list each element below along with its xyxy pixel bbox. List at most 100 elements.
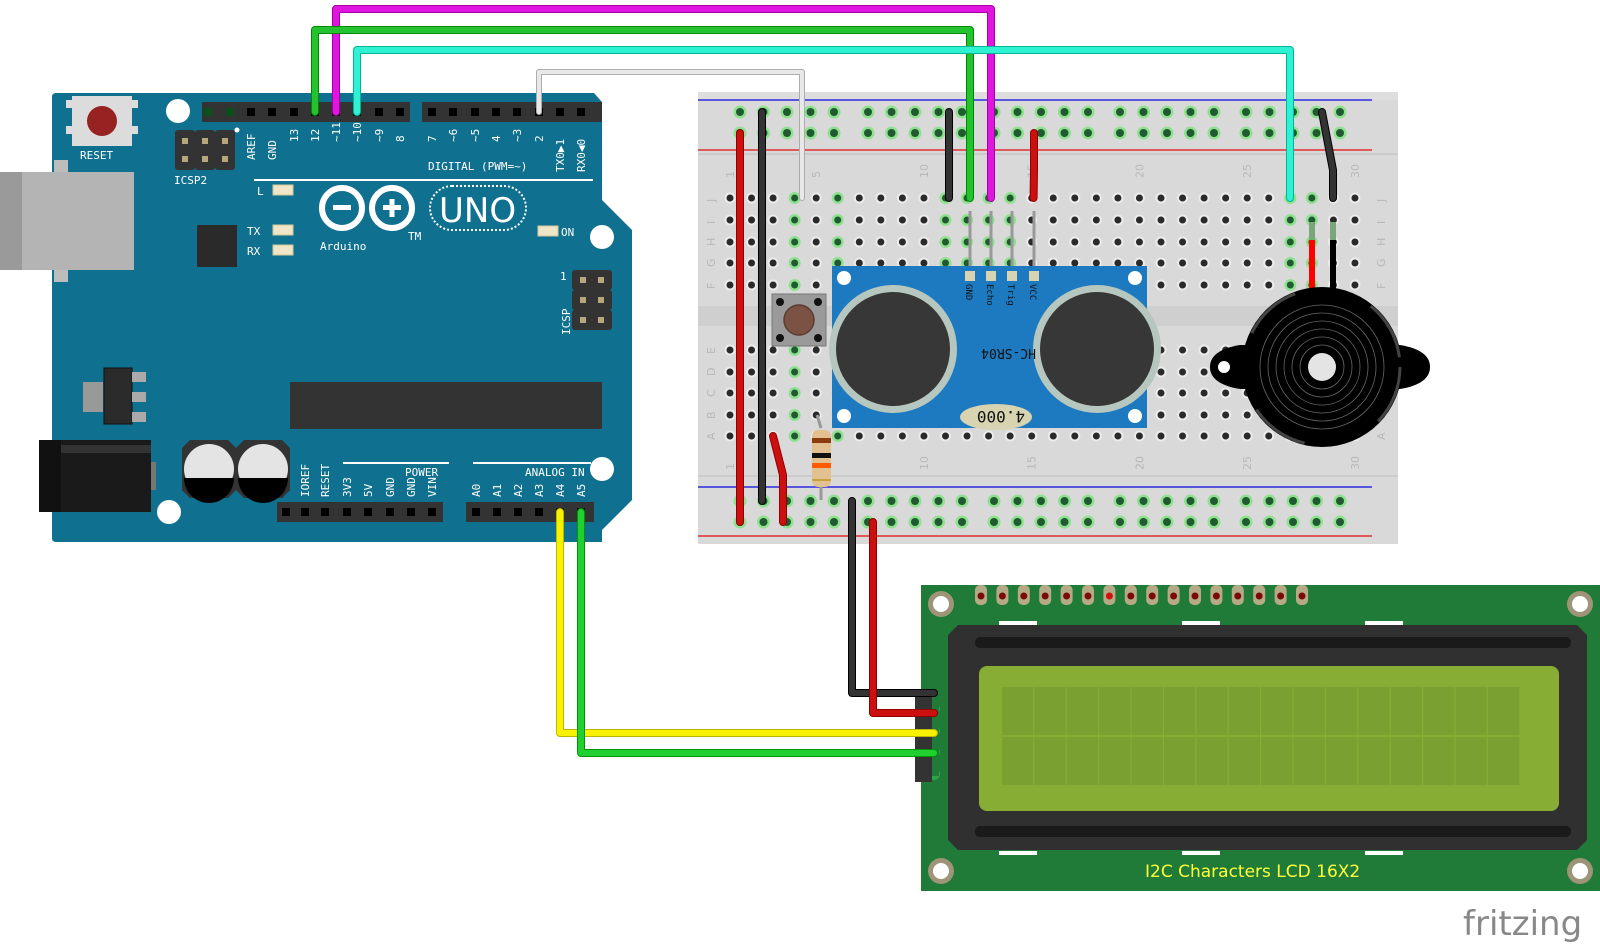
header-pin[interactable]: [556, 108, 564, 116]
rail-hole[interactable]: [1336, 108, 1344, 116]
rail-hole[interactable]: [806, 497, 815, 505]
breadboard-hole[interactable]: [812, 368, 820, 376]
breadboard-hole[interactable]: [1243, 281, 1251, 289]
header-pin[interactable]: [386, 508, 394, 516]
breadboard-hole[interactable]: [1114, 432, 1122, 440]
breadboard-hole[interactable]: [1200, 194, 1208, 202]
rail-hole[interactable]: [1060, 108, 1069, 116]
breadboard-hole[interactable]: [769, 411, 777, 419]
breadboard-hole[interactable]: [812, 238, 820, 246]
breadboard-hole[interactable]: [1157, 238, 1165, 246]
breadboard-hole[interactable]: [898, 432, 906, 440]
breadboard-hole[interactable]: [726, 216, 734, 224]
rail-hole[interactable]: [1084, 129, 1092, 137]
breadboard-hole[interactable]: [1200, 281, 1208, 289]
breadboard-hole[interactable]: [1179, 194, 1187, 202]
breadboard-hole[interactable]: [1071, 194, 1079, 202]
rail-hole[interactable]: [830, 497, 838, 505]
breadboard-hole[interactable]: [898, 259, 906, 267]
breadboard-hole[interactable]: [1092, 432, 1100, 440]
header-pin[interactable]: [493, 508, 501, 516]
breadboard-hole[interactable]: [1200, 346, 1208, 354]
breadboard-hole[interactable]: [1157, 259, 1165, 267]
breadboard-hole[interactable]: [1243, 238, 1251, 246]
rail-hole[interactable]: [1116, 518, 1124, 526]
header-pin[interactable]: [472, 508, 480, 516]
breadboard-hole[interactable]: [791, 281, 799, 289]
breadboard-hole[interactable]: [726, 281, 734, 289]
header-pin[interactable]: [321, 508, 329, 516]
header-pin[interactable]: [290, 108, 298, 116]
breadboard-hole[interactable]: [942, 432, 949, 440]
wire-pin11-to-trig[interactable]: [333, 6, 994, 201]
breadboard-hole[interactable]: [748, 389, 756, 397]
header-pin[interactable]: [204, 108, 212, 116]
breadboard-hole[interactable]: [1092, 216, 1100, 224]
breadboard-hole[interactable]: [791, 411, 799, 419]
header-pin[interactable]: [535, 508, 543, 516]
breadboard-hole[interactable]: [1351, 281, 1359, 289]
rail-hole[interactable]: [958, 129, 966, 137]
breadboard-hole[interactable]: [791, 259, 799, 267]
breadboard-hole[interactable]: [812, 216, 820, 224]
header-pin[interactable]: [396, 108, 404, 116]
breadboard-hole[interactable]: [1286, 259, 1294, 267]
breadboard-hole[interactable]: [769, 194, 777, 202]
rail-hole[interactable]: [990, 497, 998, 505]
breadboard-hole[interactable]: [1222, 432, 1230, 440]
rail-hole[interactable]: [1242, 108, 1250, 116]
push-button[interactable]: [771, 293, 827, 347]
breadboard-hole[interactable]: [726, 432, 734, 440]
breadboard-hole[interactable]: [1049, 259, 1057, 267]
breadboard-hole[interactable]: [1114, 259, 1122, 267]
rail-hole[interactable]: [1336, 129, 1344, 137]
breadboard-hole[interactable]: [1006, 194, 1014, 202]
breadboard-hole[interactable]: [834, 259, 842, 267]
breadboard-hole[interactable]: [1092, 259, 1100, 267]
breadboard-hole[interactable]: [1092, 194, 1100, 202]
rail-hole[interactable]: [934, 108, 943, 116]
breadboard-hole[interactable]: [1006, 432, 1014, 440]
rail-hole[interactable]: [1242, 518, 1250, 526]
rail-hole[interactable]: [864, 129, 872, 137]
header-pin[interactable]: [247, 108, 255, 116]
breadboard-hole[interactable]: [942, 238, 949, 246]
breadboard-hole[interactable]: [1157, 216, 1165, 224]
breadboard-hole[interactable]: [1265, 238, 1273, 246]
breadboard-hole[interactable]: [1157, 411, 1165, 419]
rail-hole[interactable]: [1210, 497, 1218, 505]
breadboard-hole[interactable]: [812, 346, 820, 354]
breadboard-hole[interactable]: [1243, 216, 1251, 224]
breadboard-hole[interactable]: [1286, 238, 1294, 246]
rail-hole[interactable]: [1037, 129, 1045, 137]
breadboard-hole[interactable]: [1179, 259, 1187, 267]
lcd-pin[interactable]: [1041, 592, 1049, 600]
header-pin[interactable]: [364, 508, 372, 516]
rail-hole[interactable]: [1312, 518, 1321, 526]
rail-hole[interactable]: [1336, 497, 1344, 505]
breadboard-hole[interactable]: [1200, 216, 1208, 224]
rail-hole[interactable]: [1242, 129, 1250, 137]
rail-hole[interactable]: [1084, 518, 1092, 526]
lcd-pin[interactable]: [1212, 592, 1220, 600]
breadboard-hole[interactable]: [748, 281, 756, 289]
rail-hole[interactable]: [1037, 497, 1045, 505]
breadboard-hole[interactable]: [942, 216, 949, 224]
lcd-pin[interactable]: [1191, 592, 1199, 600]
breadboard-hole[interactable]: [1049, 432, 1057, 440]
breadboard-hole[interactable]: [726, 346, 734, 354]
header-pin[interactable]: [375, 108, 383, 116]
lcd-pin[interactable]: [1298, 592, 1306, 600]
breadboard-hole[interactable]: [769, 216, 777, 224]
rail-hole[interactable]: [958, 497, 966, 505]
header-pin[interactable]: [301, 508, 309, 516]
rail-hole[interactable]: [1013, 497, 1022, 505]
rail-hole[interactable]: [1265, 497, 1274, 505]
wire-lcd-gnd[interactable]: [849, 498, 937, 696]
lcd-pin[interactable]: [1255, 592, 1263, 600]
breadboard-hole[interactable]: [791, 216, 799, 224]
breadboard-hole[interactable]: [1243, 259, 1251, 267]
wire-pin2-to-button[interactable]: [537, 70, 804, 200]
rail-hole[interactable]: [1163, 108, 1171, 116]
wire-a4-to-sda[interactable]: [557, 509, 937, 736]
